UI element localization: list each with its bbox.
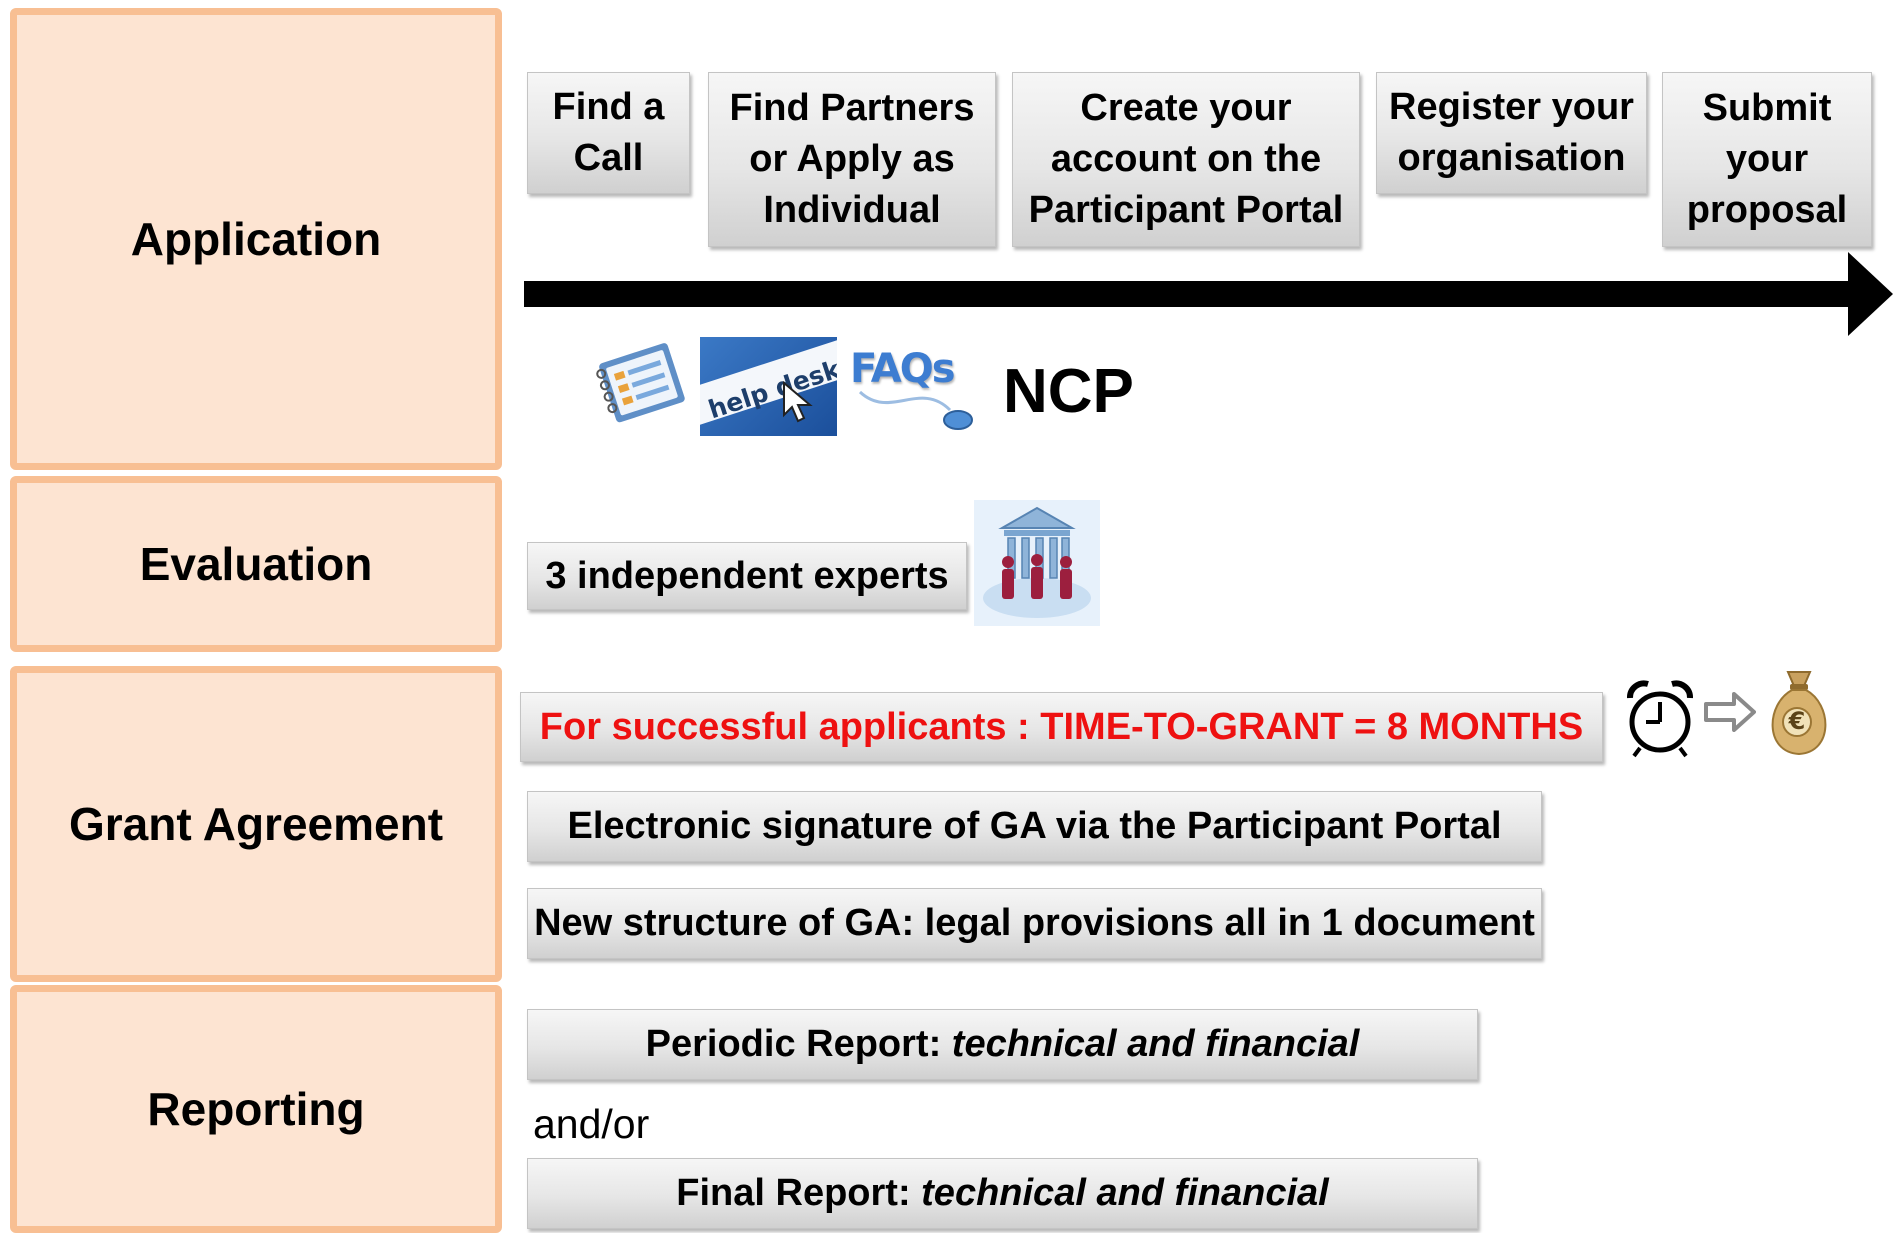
- step-create-account-label: Create your account on the Participant P…: [1028, 87, 1344, 231]
- step-submit-proposal: Submit your proposal: [1662, 72, 1872, 247]
- expert-panel-icon: [974, 500, 1100, 626]
- alarm-clock-icon: [1627, 680, 1693, 758]
- step-find-a-call-label: Find a Call: [552, 86, 665, 179]
- final-report-italic: technical and financial: [921, 1172, 1329, 1214]
- step-find-a-call: Find a Call: [527, 72, 690, 194]
- final-report-text: Final Report: technical and financial: [676, 1168, 1328, 1219]
- and-or-connector: and/or: [533, 1101, 650, 1147]
- phase-grant-agreement-label: Grant Agreement: [68, 798, 444, 850]
- phase-evaluation: Evaluation: [10, 476, 502, 652]
- new-structure-label: New structure of GA: legal provisions al…: [534, 902, 1535, 944]
- right-arrow-icon: [1704, 692, 1756, 732]
- step-submit-proposal-label: Submit your proposal: [1686, 87, 1848, 231]
- time-to-grant-box: For successful applicants : TIME-TO-GRAN…: [520, 692, 1603, 762]
- periodic-report-box: Periodic Report: technical and financial: [527, 1009, 1478, 1080]
- timeline-arrow: [524, 252, 1893, 336]
- step-create-account: Create your account on the Participant P…: [1012, 72, 1360, 247]
- periodic-report-prefix: Periodic Report:: [645, 1023, 952, 1065]
- money-bag-icon: €: [1760, 664, 1838, 758]
- ncp-label: NCP: [1003, 357, 1134, 426]
- final-report-box: Final Report: technical and financial: [527, 1158, 1478, 1229]
- phase-application-label: Application: [130, 213, 382, 265]
- cursor-icon: [783, 381, 813, 423]
- faq-image: FAQs: [850, 340, 980, 435]
- phase-application: Application: [10, 8, 502, 470]
- experts-label: 3 independent experts: [545, 554, 949, 597]
- new-structure-box: New structure of GA: legal provisions al…: [527, 888, 1542, 959]
- helpdesk-image: help desk: [700, 337, 837, 436]
- periodic-report-text: Periodic Report: technical and financial: [646, 1019, 1360, 1070]
- e-signature-box: Electronic signature of GA via the Parti…: [527, 791, 1542, 862]
- phase-evaluation-label: Evaluation: [139, 538, 373, 590]
- step-register-organisation-label: Register your organisation: [1389, 86, 1634, 179]
- step-find-partners: Find Partners or Apply as Individual: [708, 72, 996, 247]
- periodic-report-italic: technical and financial: [951, 1023, 1360, 1065]
- guide-book-icon: [596, 343, 685, 423]
- time-to-grant-label: For successful applicants : TIME-TO-GRAN…: [539, 705, 1584, 748]
- phase-grant-agreement: Grant Agreement: [10, 666, 502, 982]
- faq-image-text: FAQs: [850, 346, 956, 392]
- mouse-icon: [858, 390, 973, 430]
- final-report-prefix: Final Report:: [676, 1172, 922, 1214]
- step-find-partners-label: Find Partners or Apply as Individual: [729, 87, 975, 231]
- experts-box: 3 independent experts: [527, 542, 967, 610]
- e-signature-label: Electronic signature of GA via the Parti…: [567, 805, 1502, 847]
- phase-reporting: Reporting: [10, 985, 502, 1233]
- phase-reporting-label: Reporting: [147, 1083, 365, 1135]
- euro-symbol: €: [1788, 707, 1806, 735]
- step-register-organisation: Register your organisation: [1376, 72, 1647, 194]
